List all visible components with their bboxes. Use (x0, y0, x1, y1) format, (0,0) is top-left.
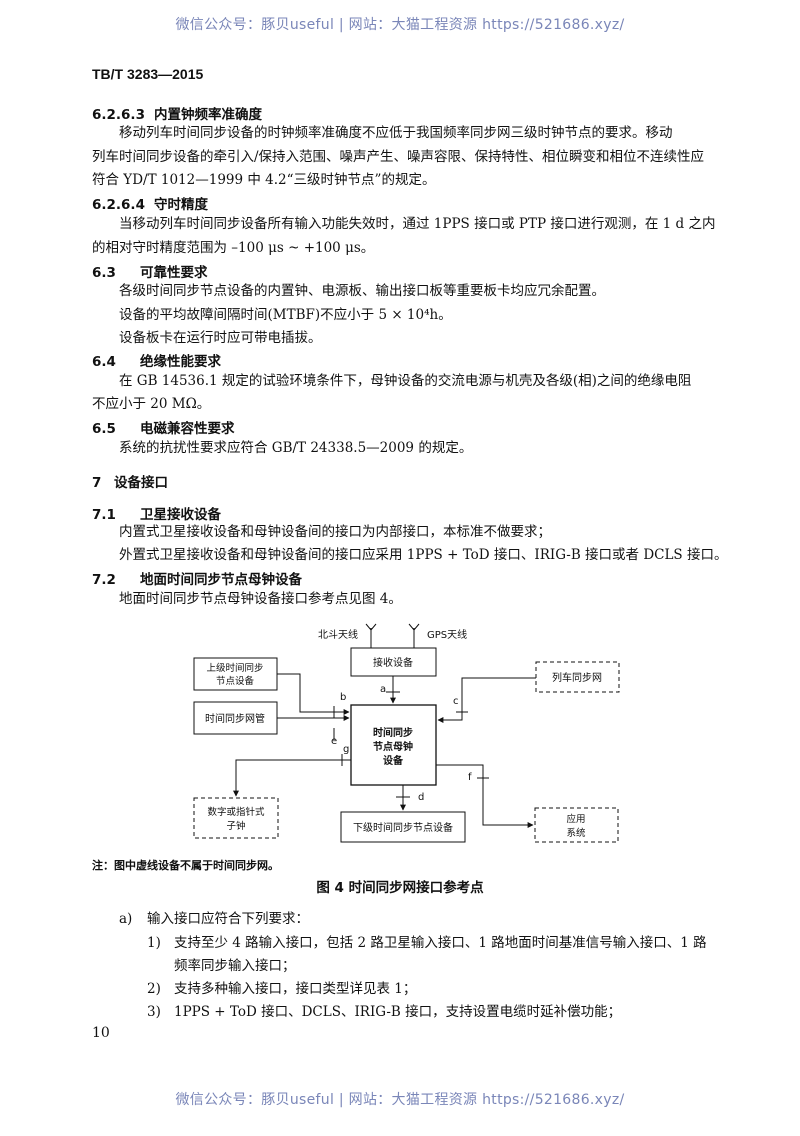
paragraph-line: 的相对守时精度范围为 –100 μs ~ +100 μs。 (92, 240, 375, 256)
beidou-antenna-icon (365, 623, 377, 648)
section-title: 电磁兼容性要求 (140, 421, 235, 437)
section-number: 6.3 (92, 265, 116, 281)
paragraph-line: 在 GB 14536.1 规定的试验环境条件下，母钟设备的交流电源与机壳及各级(… (119, 373, 692, 389)
upper-node-label-line2: 节点设备 (216, 675, 255, 687)
paragraph-line: 设备板卡在运行时应可带电插拔。 (119, 330, 322, 346)
section-title: 地面时间同步节点母钟设备 (140, 572, 302, 588)
list-item: 3) 1PPS + ToD 接口、DCLS、IRIG-B 接口，支持设置电缆时延补… (147, 1001, 621, 1023)
master-clock-box (350, 704, 437, 786)
paragraph-line: 符合 YD/T 1012—1999 中 4.2“三级时钟节点”的规定。 (92, 172, 436, 188)
network-manager-label: 时间同步网管 (205, 712, 265, 725)
list-item: 2) 支持多种输入接口，接口类型详见表 1； (147, 978, 416, 1000)
paragraph-line: 设备的平均故障间隔时间(MTBF)不应小于 5 × 10⁴h。 (119, 307, 452, 323)
figure-note: 注：图中虚线设备不属于时间同步网。 (92, 859, 279, 872)
paragraph-line: 内置式卫星接收设备和母钟设备间的接口为内部接口，本标准不做要求； (119, 524, 551, 540)
master-clock-label-line1: 时间同步 (373, 726, 413, 739)
section-title: 可靠性要求 (140, 265, 208, 281)
upper-node-label-line1: 上级时间同步 (206, 662, 263, 674)
section-title: 内置钟频率准确度 (154, 107, 262, 123)
gps-antenna-label: GPS天线 (427, 628, 467, 641)
paragraph-line: 各级时间同步节点设备的内置钟、电源板、输出接口板等重要板卡均应冗余配置。 (119, 283, 605, 299)
section-title: 守时精度 (154, 197, 208, 213)
section-number: 6.2.6.3 (92, 107, 145, 123)
section-heading-6-3: 6.3 可靠性要求 (92, 261, 208, 281)
list-number: 1) (147, 935, 161, 951)
list-item: 1) 支持至少 4 路输入接口，包括 2 路卫星输入接口、1 路地面时间基准信号输… (147, 932, 707, 954)
gps-antenna-icon (408, 623, 420, 648)
section-heading-6-5: 6.5 电磁兼容性要求 (92, 417, 235, 437)
list-item-a: a) 输入接口应符合下列要求： (119, 908, 309, 930)
list-text: 支持多种输入接口，接口类型详见表 1； (174, 981, 417, 997)
section-heading-7-2: 7.2 地面时间同步节点母钟设备 (92, 568, 302, 588)
train-sync-network-label: 列车同步网 (552, 671, 602, 684)
application-system-box (534, 807, 619, 843)
section-number: 6.2.6.4 (92, 197, 145, 213)
lower-node-label: 下级时间同步节点设备 (353, 821, 453, 834)
figure-caption: 图 4 时间同步网接口参考点 (316, 880, 484, 896)
paragraph-line: 当移动列车时间同步设备所有输入功能失效时，通过 1PPS 接口或 PTP 接口进… (119, 216, 716, 232)
paragraph-line: 系统的抗扰性要求应符合 GB/T 24338.5—2009 的规定。 (119, 440, 473, 456)
master-clock-label-line3: 设备 (383, 754, 404, 767)
section-heading-7: 7 设备接口 (92, 471, 168, 491)
list-number: 3) (147, 1004, 161, 1020)
section-title: 卫星接收设备 (140, 507, 221, 523)
list-text: 输入接口应符合下列要求： (147, 911, 309, 927)
paragraph-line: 移动列车时间同步设备的时钟频率准确度不应低于我国频率同步网三级时钟节点的要求。移… (119, 125, 673, 141)
interface-point-e: e (331, 736, 337, 747)
paragraph-line: 不应小于 20 MΩ。 (92, 396, 211, 412)
page-number: 10 (92, 1025, 110, 1041)
master-clock-label-line2: 节点母钟 (373, 740, 413, 753)
digital-clock-box (193, 797, 279, 839)
list-text: 支持至少 4 路输入接口，包括 2 路卫星输入接口、1 路地面时间基准信号输入接… (174, 935, 707, 951)
digital-clock-label-line2: 子钟 (226, 820, 245, 832)
section-number: 6.5 (92, 421, 116, 437)
section-heading-6-2-6-3: 6.2.6.3 内置钟频率准确度 (92, 103, 262, 123)
standard-code: TB/T 3283—2015 (92, 66, 204, 82)
train-sync-network-box (535, 661, 620, 693)
section-heading-7-1: 7.1 卫星接收设备 (92, 503, 221, 523)
section-title: 设备接口 (114, 475, 168, 491)
watermark-bottom: 微信公众号：豚贝useful | 网站：大猫工程资源 https://52168… (175, 1092, 625, 1108)
list-item-continuation: 频率同步输入接口； (174, 958, 296, 974)
digital-clock-label-line1: 数字或指针式 (207, 806, 265, 818)
interface-point-d: d (418, 792, 424, 803)
section-heading-6-4: 6.4 绝缘性能要求 (92, 350, 221, 370)
paragraph-line: 列车时间同步设备的牵引入/保持入范围、噪声产生、噪声容限、保持特性、相位瞬变和相… (92, 149, 705, 165)
paragraph-line: 地面时间同步节点母钟设备接口参考点见图 4。 (119, 591, 402, 607)
section-number: 7.2 (92, 572, 116, 588)
application-system-label-line1: 应用 (566, 813, 585, 825)
section-heading-6-2-6-4: 6.2.6.4 守时精度 (92, 193, 208, 213)
beidou-antenna-label: 北斗天线 (318, 628, 358, 641)
list-label: a) (119, 911, 133, 927)
interface-point-c: c (453, 696, 459, 707)
application-system-label-line2: 系统 (566, 827, 586, 839)
interface-point-f: f (468, 772, 472, 783)
section-title: 绝缘性能要求 (140, 354, 221, 370)
interface-point-b: b (340, 692, 346, 703)
watermark-top: 微信公众号：豚贝useful | 网站：大猫工程资源 https://52168… (175, 17, 625, 33)
connector-lines (233, 673, 536, 828)
section-number: 7 (92, 475, 102, 491)
interface-point-g: g (343, 744, 349, 755)
paragraph-line: 外置式卫星接收设备和母钟设备间的接口应采用 1PPS + ToD 接口、IRIG… (119, 547, 728, 563)
interface-point-a: a (380, 684, 386, 695)
section-number: 6.4 (92, 354, 116, 370)
list-text: 1PPS + ToD 接口、DCLS、IRIG-B 接口，支持设置电缆时延补偿功… (174, 1004, 622, 1020)
section-number: 7.1 (92, 507, 116, 523)
receiver-label: 接收设备 (373, 656, 413, 669)
list-number: 2) (147, 981, 161, 997)
lower-node-box (340, 811, 466, 843)
